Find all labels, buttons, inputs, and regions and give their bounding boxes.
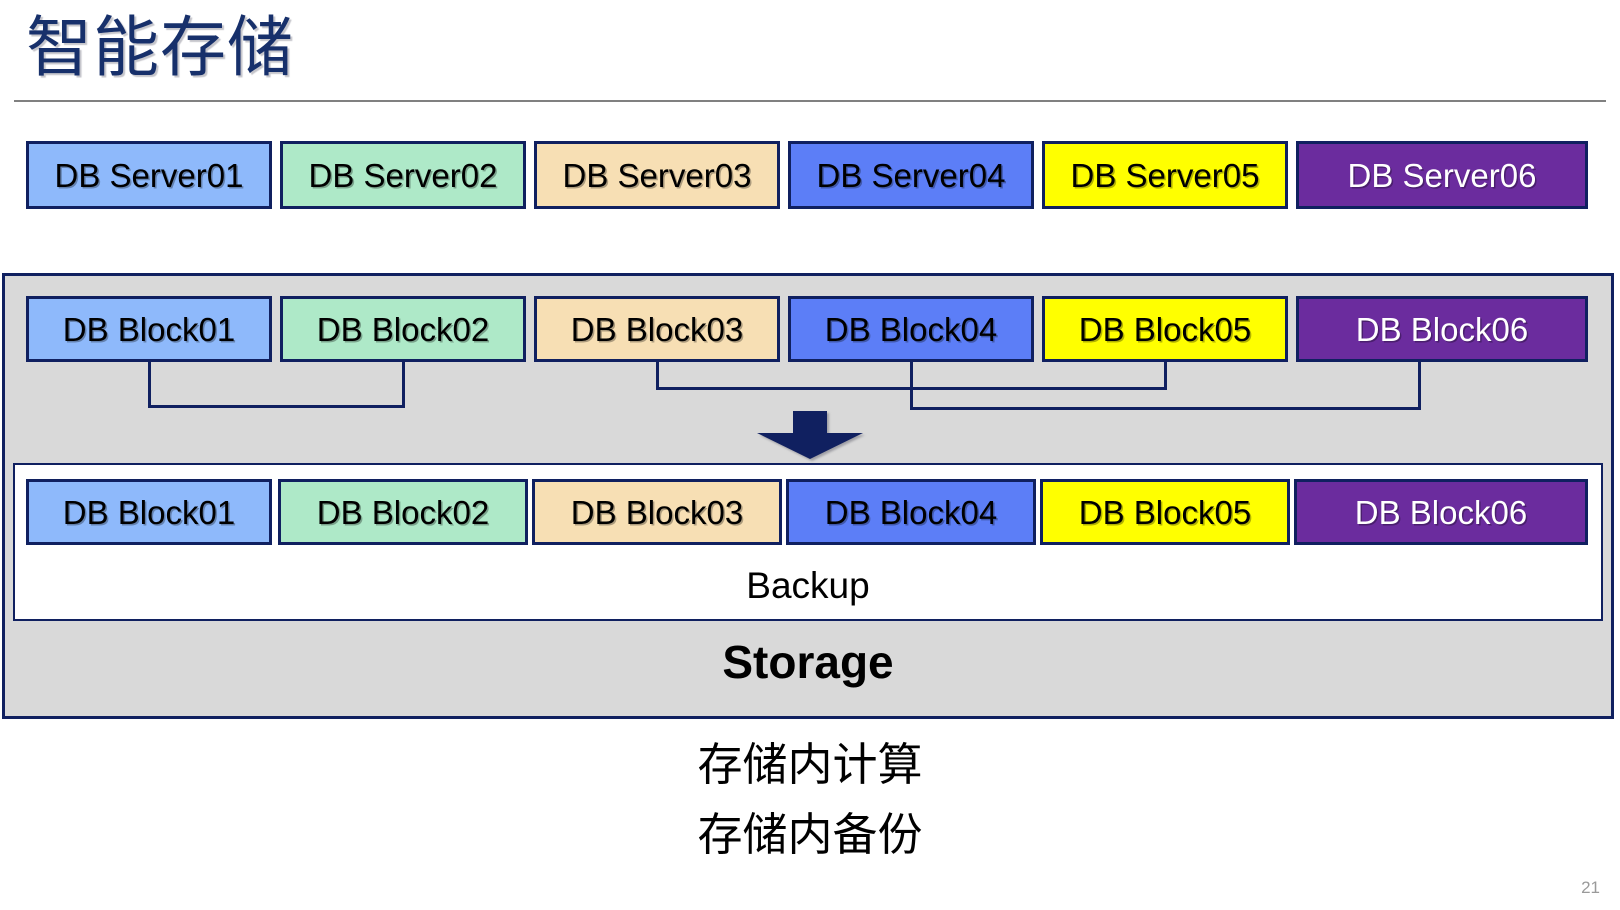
server-box-6: DB Server06 <box>1296 141 1588 209</box>
backup-block-box-6: DB Block06 <box>1294 479 1588 545</box>
connector-pair-4-6-bar <box>910 407 1421 410</box>
backup-block-box-5: DB Block05 <box>1040 479 1290 545</box>
block-box-label: DB Block02 <box>316 310 490 348</box>
block-box-4: DB Block04 <box>788 296 1034 362</box>
connector-block03-down <box>656 362 659 390</box>
block-box-label: DB Block05 <box>1078 310 1252 348</box>
backup-block-box-label: DB Block02 <box>316 493 490 531</box>
block-box-label: DB Block03 <box>570 310 744 348</box>
backup-block-box-label: DB Block06 <box>1354 493 1528 531</box>
connector-block06-down <box>1418 362 1421 410</box>
block-box-6: DB Block06 <box>1296 296 1588 362</box>
server-box-label: DB Server05 <box>1070 156 1260 194</box>
server-box-3: DB Server03 <box>534 141 780 209</box>
block-box-label: DB Block06 <box>1355 310 1529 348</box>
backup-label: Backup <box>746 565 870 606</box>
block-box-label: DB Block01 <box>62 310 236 348</box>
server-box-2: DB Server02 <box>280 141 526 209</box>
block-box-label: DB Block04 <box>824 310 998 348</box>
server-box-1: DB Server01 <box>26 141 272 209</box>
block-box-1: DB Block01 <box>26 296 272 362</box>
block-box-5: DB Block05 <box>1042 296 1288 362</box>
server-box-label: DB Server03 <box>562 156 752 194</box>
server-box-5: DB Server05 <box>1042 141 1288 209</box>
block-box-3: DB Block03 <box>534 296 780 362</box>
connector-pair-1-2-bar <box>148 405 405 408</box>
connector-block05-down <box>1164 362 1167 390</box>
connector-block04-down <box>910 362 913 410</box>
page-title: 智能存储 <box>26 10 294 84</box>
server-box-label: DB Server04 <box>816 156 1006 194</box>
backup-block-box-1: DB Block01 <box>26 479 272 545</box>
caption-line-1: 存储内计算 <box>697 739 923 790</box>
down-arrow-icon <box>757 411 863 459</box>
server-box-label: DB Server06 <box>1347 156 1537 194</box>
connector-block02-down <box>402 362 405 408</box>
backup-block-box-4: DB Block04 <box>786 479 1036 545</box>
page-number: 21 <box>1581 878 1600 897</box>
backup-block-box-label: DB Block01 <box>62 493 236 531</box>
server-box-4: DB Server04 <box>788 141 1034 209</box>
connector-block01-down <box>148 362 151 408</box>
backup-block-box-label: DB Block04 <box>824 493 998 531</box>
server-box-label: DB Server01 <box>54 156 244 194</box>
caption-line-2: 存储内备份 <box>697 809 923 860</box>
backup-block-box-label: DB Block03 <box>570 493 744 531</box>
server-box-label: DB Server02 <box>308 156 498 194</box>
backup-block-box-label: DB Block05 <box>1078 493 1252 531</box>
storage-label: Storage <box>722 636 894 688</box>
title-divider <box>14 100 1606 102</box>
block-box-2: DB Block02 <box>280 296 526 362</box>
backup-block-box-2: DB Block02 <box>278 479 528 545</box>
backup-block-box-3: DB Block03 <box>532 479 782 545</box>
